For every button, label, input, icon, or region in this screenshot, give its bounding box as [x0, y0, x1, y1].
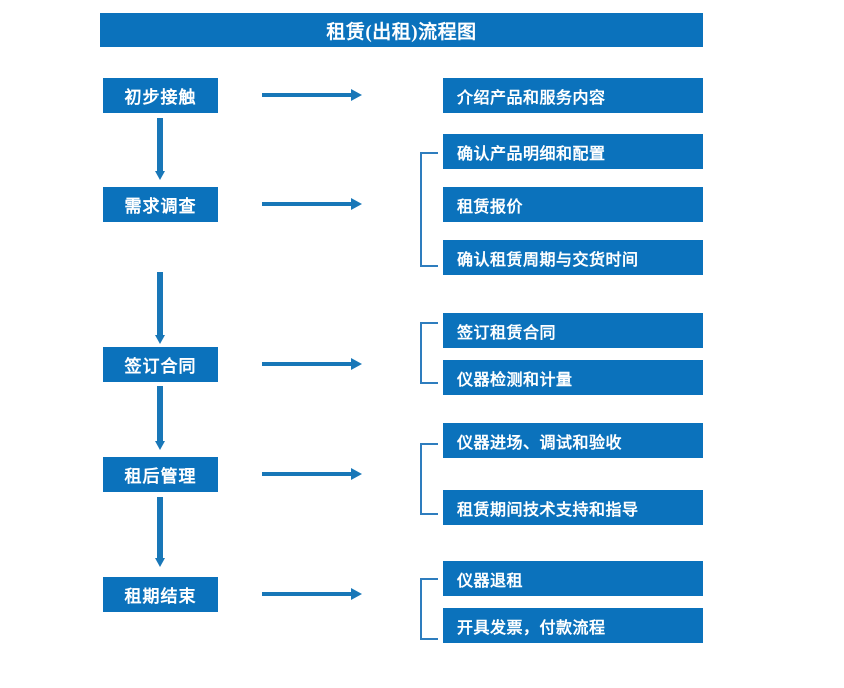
arrow-head [351, 358, 362, 370]
detail-box-2-2[interactable]: 租赁报价 [443, 187, 703, 222]
detail-box-5-2[interactable]: 开具发票，付款流程 [443, 608, 703, 643]
arrow-shaft [157, 272, 163, 335]
flow-arrow-stage-1-to-details [262, 89, 362, 101]
arrow-shaft [157, 497, 163, 558]
detail-box-2-3[interactable]: 确认租赁周期与交货时间 [443, 240, 703, 275]
arrow-shaft [262, 362, 352, 366]
arrow-head [155, 558, 165, 567]
detail-box-3-2[interactable]: 仪器检测和计量 [443, 360, 703, 395]
flow-arrow-stage-3-to-details [262, 358, 362, 370]
flow-arrow-stage-4-to-details [262, 468, 362, 480]
detail-box-2-1[interactable]: 确认产品明细和配置 [443, 134, 703, 169]
flow-arrow-stage-3-to-stage-4 [155, 386, 165, 450]
detail-box-4-2[interactable]: 租赁期间技术支持和指导 [443, 490, 703, 525]
arrow-shaft [157, 386, 163, 441]
arrow-shaft [262, 202, 352, 206]
stage-box-2[interactable]: 需求调查 [103, 187, 218, 222]
flow-arrow-stage-2-to-details [262, 198, 362, 210]
diagram-title: 租赁(出租)流程图 [100, 13, 703, 47]
flow-arrow-stage-5-to-details [262, 588, 362, 600]
group-bracket-2 [420, 152, 438, 267]
flow-arrow-stage-4-to-stage-5 [155, 497, 165, 567]
arrow-head [351, 89, 362, 101]
arrow-head [351, 468, 362, 480]
arrow-head [351, 198, 362, 210]
arrow-head [155, 171, 165, 180]
group-bracket-3 [420, 322, 438, 384]
detail-box-5-1[interactable]: 仪器退租 [443, 561, 703, 596]
arrow-shaft [262, 93, 352, 97]
arrow-head [155, 335, 165, 344]
stage-box-4[interactable]: 租后管理 [103, 457, 218, 492]
arrow-head [155, 441, 165, 450]
stage-box-5[interactable]: 租期结束 [103, 577, 218, 612]
stage-box-1[interactable]: 初步接触 [103, 78, 218, 113]
arrow-shaft [262, 472, 352, 476]
arrow-head [351, 588, 362, 600]
group-bracket-5 [420, 578, 438, 640]
flow-arrow-stage-1-to-stage-2 [155, 118, 165, 180]
detail-box-4-1[interactable]: 仪器进场、调试和验收 [443, 423, 703, 458]
arrow-shaft [157, 118, 163, 171]
group-bracket-4 [420, 443, 438, 515]
flow-arrow-stage-2-to-stage-3 [155, 272, 165, 344]
stage-box-3[interactable]: 签订合同 [103, 347, 218, 382]
arrow-shaft [262, 592, 352, 596]
detail-box-3-1[interactable]: 签订租赁合同 [443, 313, 703, 348]
detail-box-1-1[interactable]: 介绍产品和服务内容 [443, 78, 703, 113]
